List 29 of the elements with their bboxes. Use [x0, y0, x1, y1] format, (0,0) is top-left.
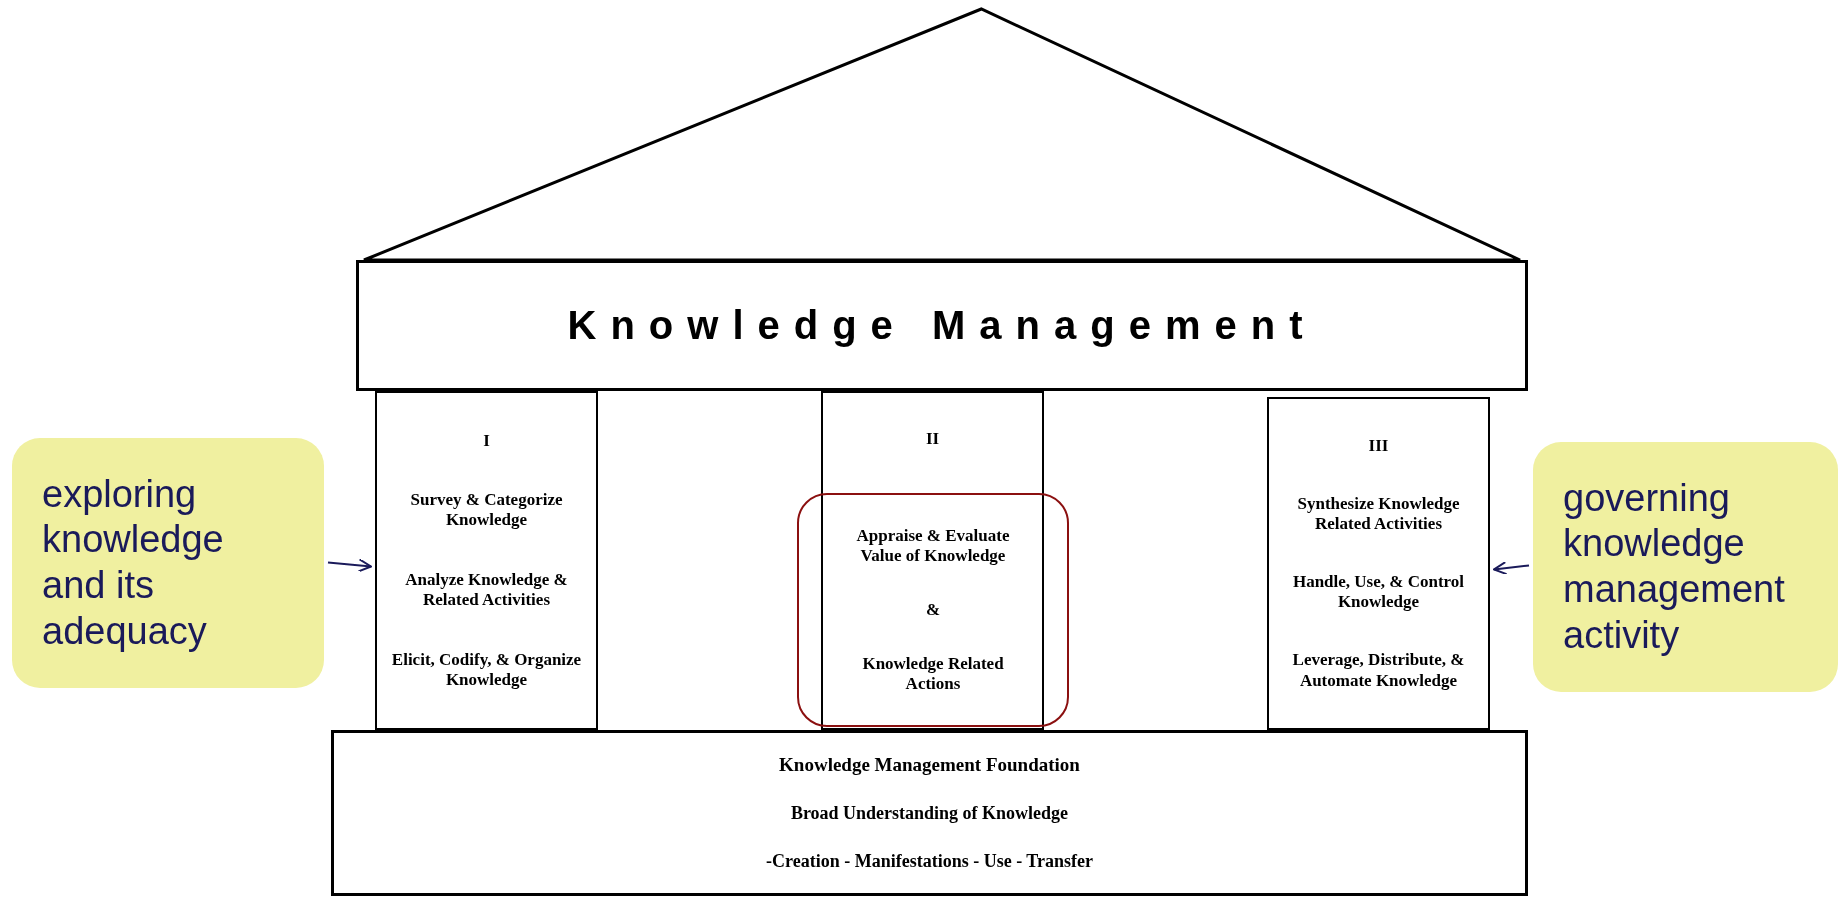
pillar-numeral: I [483, 430, 490, 451]
beam-box [356, 260, 1528, 391]
highlight-box [797, 493, 1069, 727]
callout-box [1533, 442, 1838, 692]
pillar-box [1267, 397, 1490, 730]
roof-outline [362, 7, 1522, 262]
pillar-numeral: III [1368, 435, 1389, 457]
foundation-box [331, 730, 1528, 896]
pillar-text: Elicit, Codify, & Organize Knowledge [390, 649, 583, 691]
pillar-numeral: II [925, 429, 940, 450]
pillar-text: Handle, Use, & Control Knowledge [1291, 572, 1466, 613]
foundation-text: Broad Understanding of Knowledge [790, 803, 1069, 824]
arrow [327, 558, 372, 573]
pillar-box [375, 391, 598, 730]
foundation-text: -Creation - Manifestations - Use - Transfer [766, 850, 1093, 872]
pillar-text: Analyze Knowledge & Related Activities [404, 569, 569, 611]
pillar-text: Leverage, Distribute, & Automate Knowledge [1291, 650, 1466, 692]
beam-title: Knowledge Management [567, 303, 1317, 348]
pillar-box [821, 391, 1044, 730]
arrow [1493, 561, 1530, 576]
highlight-text: Knowledge Related Actions [861, 653, 1005, 695]
pillar-text: Survey & Categorize Knowledge [409, 490, 564, 531]
highlight-text: Appraise & Evaluate Value of Knowledge [855, 525, 1011, 567]
highlight-text: & [925, 599, 941, 621]
callout-text: exploring knowledge and its adequacy [42, 471, 225, 654]
callout-text: governing knowledge management activity [1563, 475, 1786, 658]
pillar-text: Synthesize Knowledge Related Activities [1296, 493, 1461, 535]
callout-box [12, 438, 324, 688]
foundation-title: Knowledge Management Foundation [779, 754, 1080, 777]
